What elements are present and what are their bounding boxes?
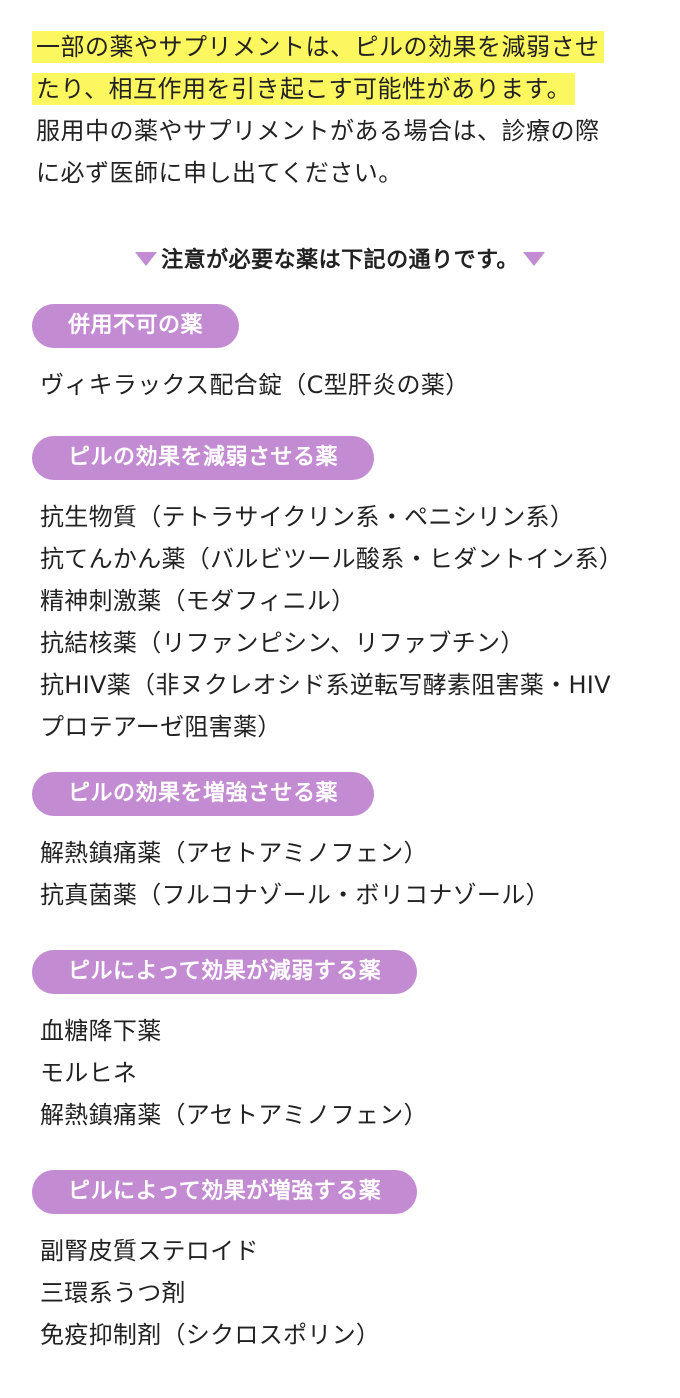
intro-line-2: たり、相互作用を引き起こす可能性があります。	[32, 68, 656, 110]
list-item: 抗てんかん薬（バルビツール酸系・ヒダントイン系）	[40, 545, 624, 573]
list-item: 抗生物質（テトラサイクリン系・ペニシリン系）	[40, 503, 575, 531]
drug-list: 血糖降下薬 モルヒネ 解熱鎮痛薬（アセトアミノフェン）	[32, 1010, 428, 1136]
intro-line-1: 一部の薬やサプリメントは、ピルの効果を減弱させ	[32, 26, 656, 68]
triangle-down-icon	[135, 252, 158, 266]
intro-line-3: 服用中の薬やサプリメントがある場合は、診療の際	[36, 117, 600, 145]
list-item: 抗結核薬（リファンピシン、リファブチン）	[40, 629, 525, 657]
highlighted-text: 一部の薬やサプリメントは、ピルの効果を減弱させ	[32, 31, 604, 63]
notice-text: 注意が必要な薬は下記の通りです。	[161, 248, 519, 273]
drug-list: 抗生物質（テトラサイクリン系・ペニシリン系） 抗てんかん薬（バルビツール酸系・ヒ…	[32, 496, 623, 748]
section-label: ピルによって効果が増強する薬	[32, 1170, 418, 1214]
section-contraindicated: 併用不可の薬 ヴィキラックス配合錠（C型肝炎の薬）	[32, 304, 469, 406]
drug-list: 解熱鎮痛薬（アセトアミノフェン） 抗真菌薬（フルコナゾール・ボリコナゾール）	[32, 832, 550, 916]
triangle-down-icon	[522, 252, 545, 266]
list-item: プロテアーゼ阻害薬）	[40, 713, 282, 741]
list-item: 解熱鎮痛薬（アセトアミノフェン）	[40, 1101, 428, 1129]
list-item: 抗HIV薬（非ヌクレオシド系逆転写酵素阻害薬・HIV	[40, 671, 611, 699]
section-weakens-pill: ピルの効果を減弱させる薬 抗生物質（テトラサイクリン系・ペニシリン系） 抗てんか…	[32, 436, 623, 748]
drug-list: 副腎皮質ステロイド 三環系うつ剤 免疫抑制剤（シクロスポリン）	[32, 1230, 417, 1356]
section-strengthened-by-pill: ピルによって効果が増強する薬 副腎皮質ステロイド 三環系うつ剤 免疫抑制剤（シク…	[32, 1170, 418, 1356]
notice-heading: 注意が必要な薬は下記の通りです。	[0, 242, 680, 274]
section-label: ピルの効果を減弱させる薬	[32, 436, 375, 480]
list-item: 三環系うつ剤	[40, 1279, 186, 1307]
section-strengthens-pill: ピルの効果を増強させる薬 解熱鎮痛薬（アセトアミノフェン） 抗真菌薬（フルコナゾ…	[32, 772, 550, 916]
list-item: 血糖降下薬	[40, 1017, 162, 1045]
list-item: モルヒネ	[40, 1059, 138, 1087]
list-item: 抗真菌薬（フルコナゾール・ボリコナゾール）	[40, 881, 550, 909]
drug-list: ヴィキラックス配合錠（C型肝炎の薬）	[32, 364, 469, 406]
section-weakened-by-pill: ピルによって効果が減弱する薬 血糖降下薬 モルヒネ 解熱鎮痛薬（アセトアミノフェ…	[32, 950, 428, 1136]
list-item: ヴィキラックス配合錠（C型肝炎の薬）	[40, 371, 470, 399]
list-item: 免疫抑制剤（シクロスポリン）	[40, 1321, 381, 1349]
section-label: 併用不可の薬	[32, 304, 240, 348]
section-label: ピルによって効果が減弱する薬	[32, 950, 418, 994]
highlighted-text: たり、相互作用を引き起こす可能性があります。	[32, 73, 576, 105]
list-item: 解熱鎮痛薬（アセトアミノフェン）	[40, 839, 428, 867]
section-label: ピルの効果を増強させる薬	[32, 772, 375, 816]
list-item: 副腎皮質ステロイド	[40, 1237, 259, 1265]
list-item: 精神刺激薬（モダフィニル）	[40, 587, 356, 615]
intro-line-4: に必ず医師に申し出てください。	[36, 159, 403, 187]
intro-text: 一部の薬やサプリメントは、ピルの効果を減弱させ たり、相互作用を引き起こす可能性…	[32, 26, 656, 194]
